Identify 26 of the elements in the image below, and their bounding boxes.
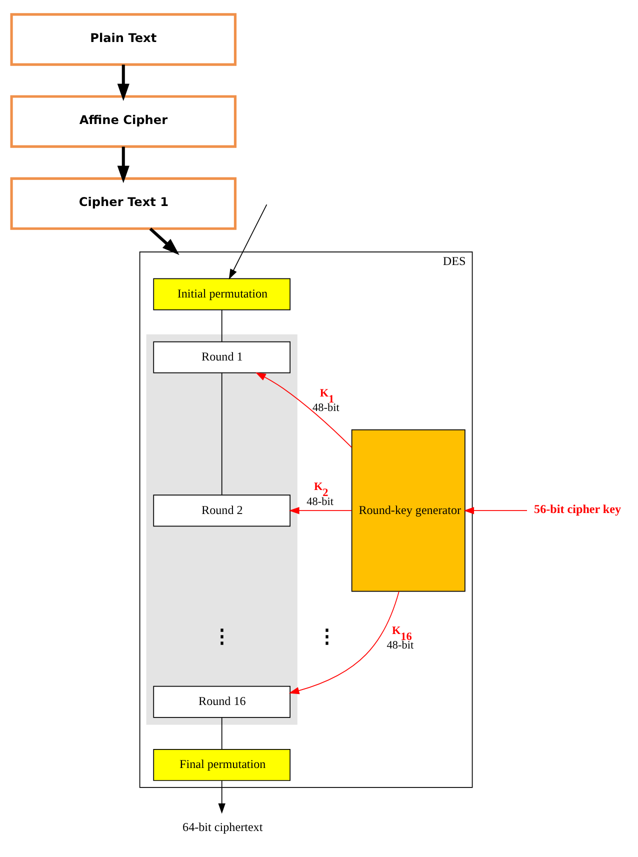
label: ⋮ (212, 626, 232, 648)
label: ⋮ (318, 626, 337, 648)
arrow (218, 780, 226, 814)
node-text: 64-bit ciphertext (182, 820, 263, 834)
arrow (117, 64, 130, 101)
node-box: Round 1 (153, 340, 290, 373)
node-text: 56-bit cipher key (534, 501, 622, 516)
node-box: Round-key generator (351, 428, 466, 592)
node-box: Round 2 (153, 494, 290, 526)
node-box: Initial permutation (153, 278, 290, 310)
arrow (117, 146, 130, 183)
arrow (255, 372, 352, 448)
node-box: Final permutation (153, 748, 290, 780)
connector (221, 372, 222, 495)
arrow (288, 506, 352, 514)
arrow (228, 204, 268, 280)
connector (221, 716, 222, 750)
connector (221, 309, 222, 342)
node-box: Plain Text (10, 12, 237, 66)
cluster (146, 334, 298, 724)
node-box: Affine Cipher (10, 94, 237, 148)
arrow (149, 227, 180, 255)
arrow (464, 506, 528, 514)
node-box: Round 16 (153, 685, 290, 718)
arrow (288, 590, 400, 694)
node-box: Cipher Text 1 (10, 176, 237, 230)
